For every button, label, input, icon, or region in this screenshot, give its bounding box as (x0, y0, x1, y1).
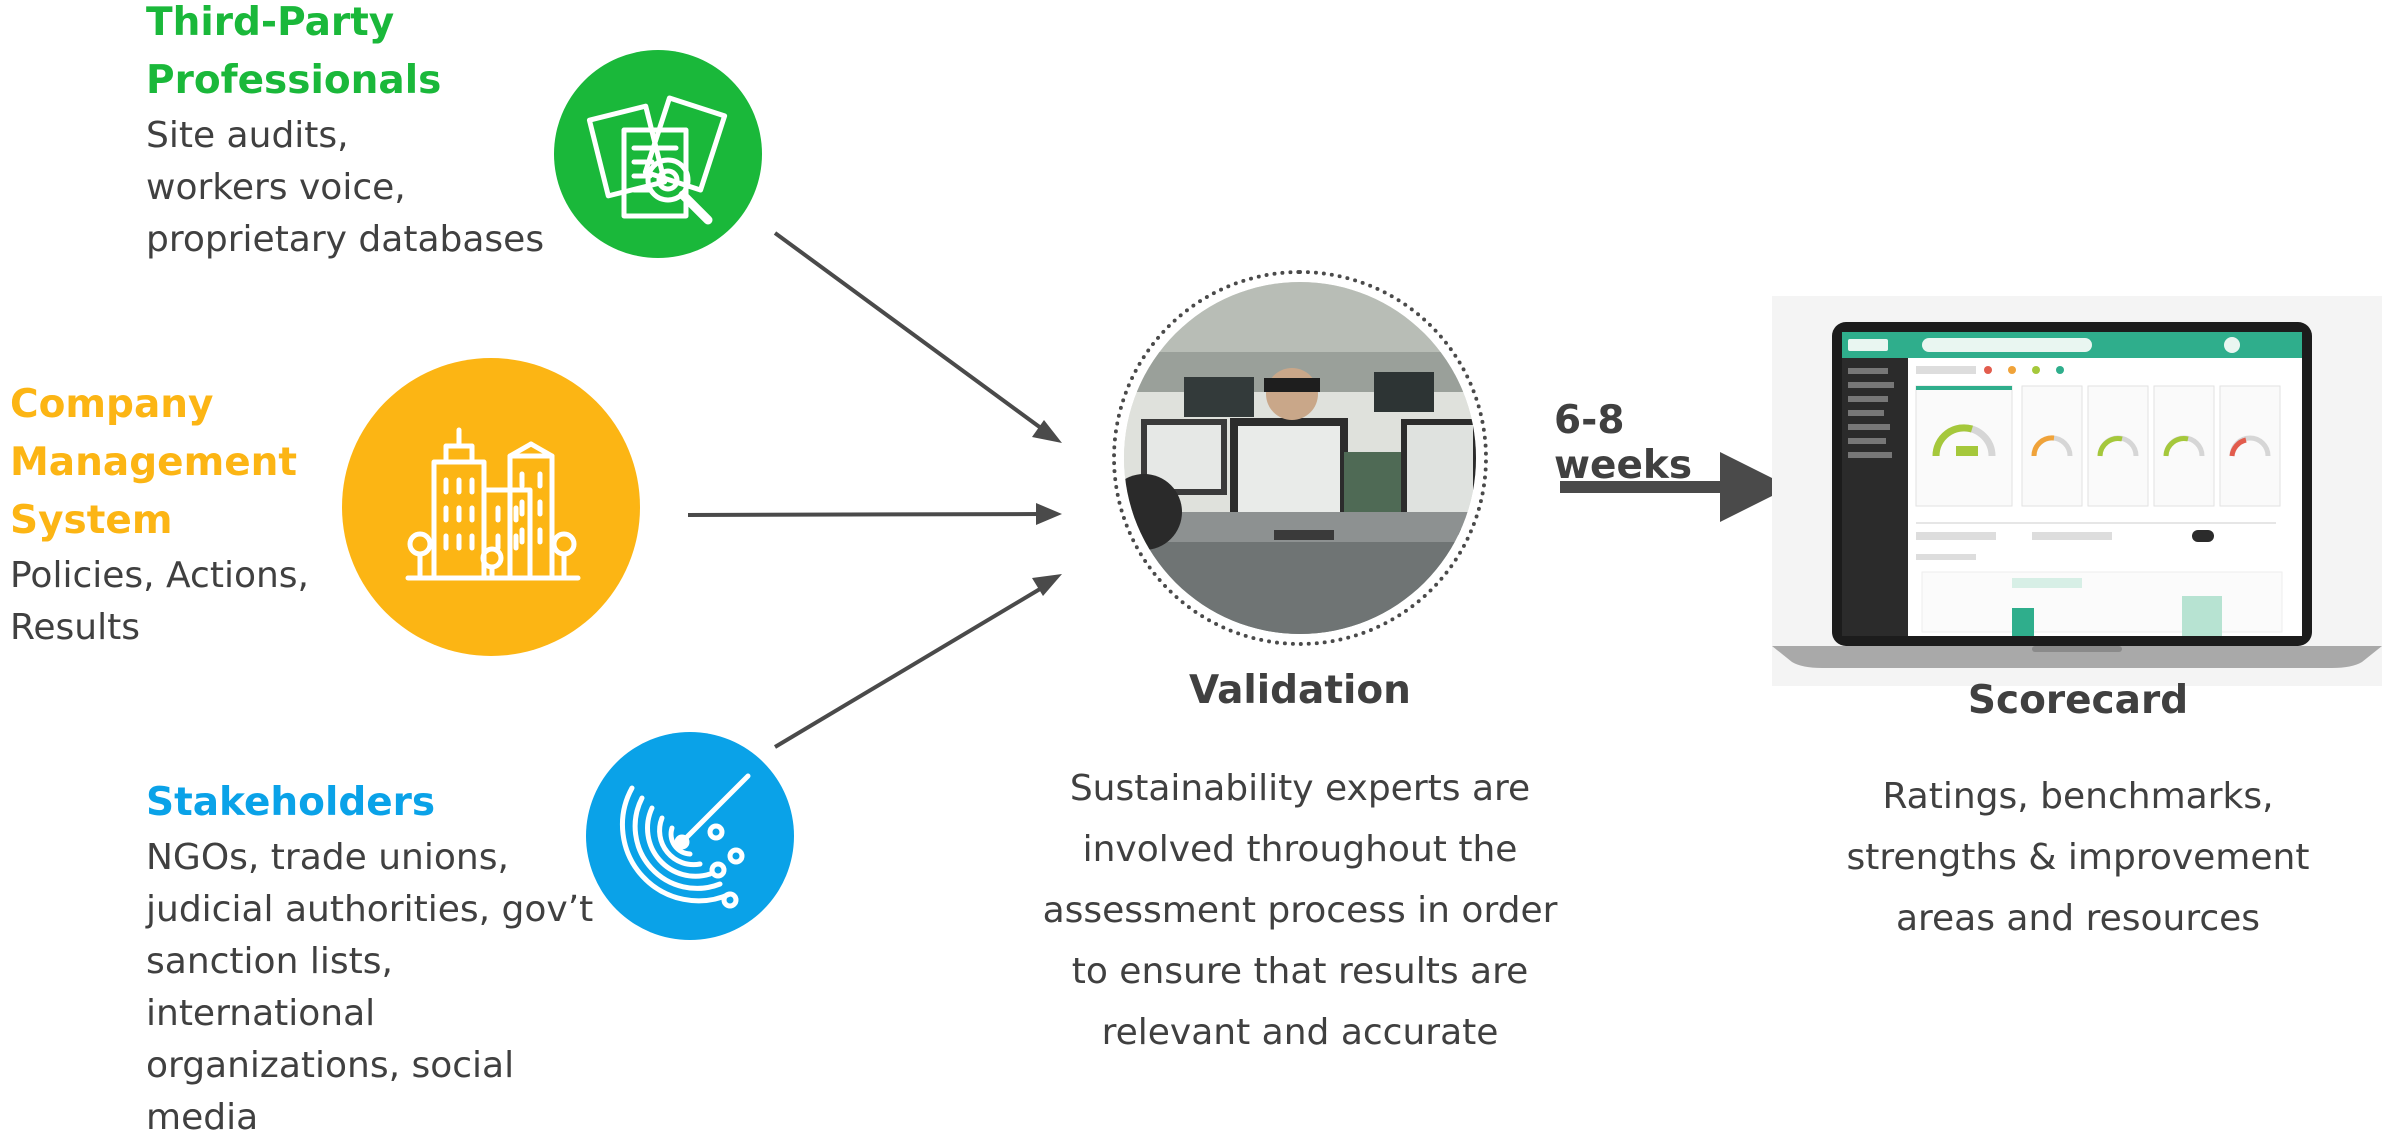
source-company: Company Management System Policies, Acti… (10, 376, 340, 654)
source-description: Site audits, workers voice, proprietary … (146, 110, 566, 266)
source-title-line: Professionals (146, 58, 442, 103)
arrow-company (687, 503, 1062, 525)
description-line: strengths & improvement (1846, 837, 2310, 878)
description-line: Site audits, (146, 115, 349, 156)
description-line: involved throughout the (1082, 829, 1518, 870)
validation-title: Validation (1189, 668, 1411, 713)
scorecard-description: Ratings, benchmarks, strengths & improve… (1778, 766, 2378, 949)
description-line: relevant and accurate (1101, 1012, 1499, 1053)
source-title-line: Third-Party (146, 0, 395, 45)
office-workers-photo (1124, 282, 1476, 634)
description-line: judicial authorities, gov’t (146, 889, 594, 930)
description-line: NGOs, trade unions, (146, 837, 509, 878)
source-third-party: Third-Party Professionals Site audits, w… (146, 0, 566, 266)
source-description: NGOs, trade unions, judicial authorities… (146, 832, 606, 1144)
description-line: sanction lists, international (146, 941, 393, 1034)
city-buildings-icon (342, 358, 640, 656)
source-stakeholders: Stakeholders NGOs, trade unions, judicia… (146, 774, 606, 1144)
description-line: organizations, social media (146, 1045, 515, 1138)
source-title: Company Management System (10, 376, 340, 550)
arrow-third-party (773, 231, 1062, 443)
description-line: Results (10, 607, 140, 648)
description-line: to ensure that results are (1071, 951, 1529, 992)
source-title-line: Management (10, 440, 298, 485)
source-title-line: Company (10, 382, 214, 427)
arrow-stakeholders (773, 574, 1062, 749)
source-title-line: System (10, 498, 173, 543)
source-title-line: Stakeholders (146, 780, 436, 825)
description-line: workers voice, (146, 167, 406, 208)
laptop-scorecard-screenshot (1772, 296, 2382, 686)
timeline-label: 6-8 weeks (1554, 398, 1693, 488)
radar-icon (586, 732, 794, 940)
description-line: Policies, Actions, (10, 555, 309, 596)
validation-photo-border (1112, 270, 1488, 646)
description-line: assessment process in order (1042, 890, 1558, 931)
validation-description: Sustainability experts are involved thro… (1000, 758, 1600, 1063)
description-line: areas and resources (1895, 898, 2261, 939)
description-line: Ratings, benchmarks, (1882, 776, 2274, 817)
source-description: Policies, Actions, Results (10, 550, 340, 654)
description-line: Sustainability experts are (1069, 768, 1531, 809)
flow-arrows (687, 231, 1790, 749)
source-title: Stakeholders (146, 774, 606, 832)
arrow-to-scorecard (1560, 452, 1790, 522)
description-line: proprietary databases (146, 219, 545, 260)
documents-magnifier-icon (554, 50, 762, 258)
source-title: Third-Party Professionals (146, 0, 566, 110)
scorecard-title: Scorecard (1967, 678, 2189, 723)
